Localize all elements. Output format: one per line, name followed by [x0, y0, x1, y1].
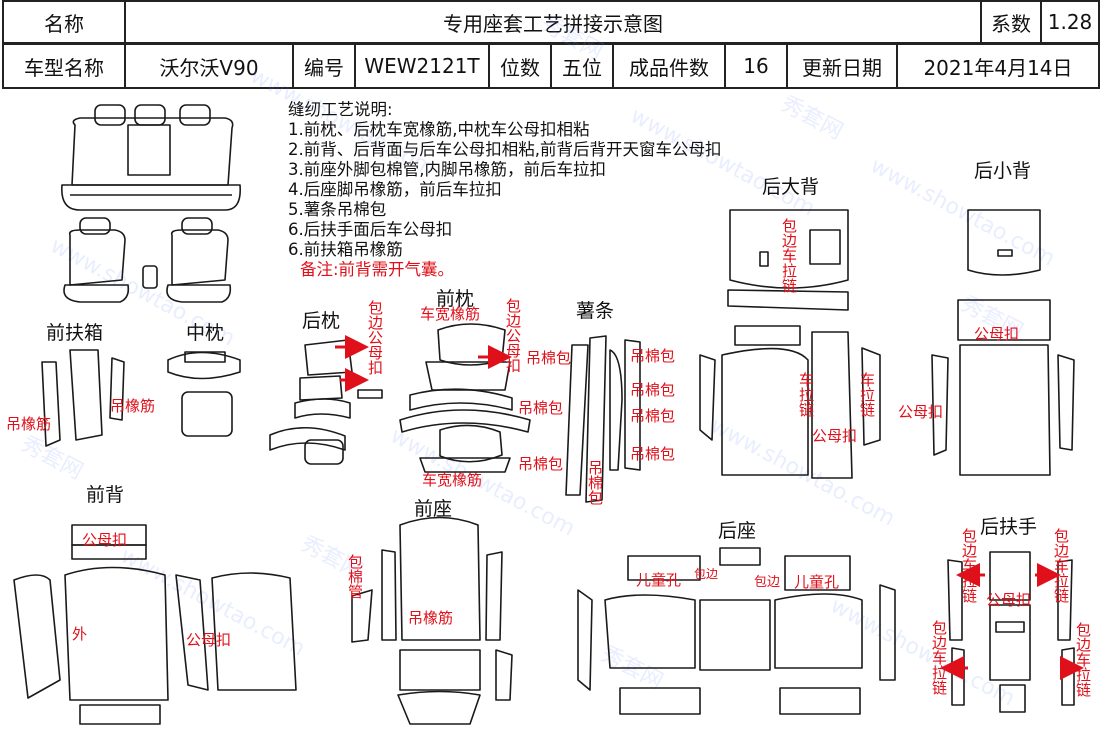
section-rear-small-back: 后小背	[974, 160, 1032, 182]
annotation-wrap-zip: 包边车拉链	[1052, 528, 1070, 603]
annotation-wide-elastic: 车宽橡筋	[420, 305, 481, 323]
pieces-value: 16	[724, 43, 788, 89]
annotation-snap: 公母扣	[986, 591, 1032, 609]
page-title: 专用座套工艺拼接示意图	[124, 0, 982, 44]
section-front-pillow: 前枕	[436, 288, 475, 310]
annotation-zipper: 车拉链	[797, 372, 815, 417]
annotation-hang-cotton: 吊棉包	[630, 347, 676, 365]
annotation-hang-cotton: 吊棉包	[630, 445, 676, 463]
rear-bench-thumbnail	[61, 104, 242, 211]
annotation-hang-cotton: 吊棉包	[526, 349, 572, 367]
annotation-wrap-zip: 包边车拉链	[1074, 622, 1092, 697]
seats-value: 五位	[550, 43, 614, 89]
model-label: 车型名称	[2, 43, 126, 89]
header-row-2: 车型名称 沃尔沃V90 编号 WEW2121T 位数 五位 成品件数 16 更新…	[2, 43, 1100, 89]
front-seats-thumbnail	[63, 217, 232, 303]
note-item: 2.前背、后背面与后车公母扣相粘,前背后背开天窗车公母扣	[288, 140, 722, 159]
coef-label: 系数	[980, 0, 1042, 44]
annotation-snap: 公母扣	[82, 531, 128, 549]
date-value: 2021年4月14日	[896, 43, 1100, 89]
annotation-wrap-snap: 包边公母扣	[504, 298, 522, 373]
annotation-hang-cotton: 吊棉包	[586, 460, 604, 505]
code-label: 编号	[292, 43, 356, 89]
note-item: 3.前座外脚包棉管,内脚吊橡筋，前后车拉扣	[288, 160, 606, 179]
annotation-wrap-snap: 包边公母扣	[366, 300, 384, 375]
section-front-armbox: 前扶箱	[46, 322, 104, 344]
section-rear-armrest: 后扶手	[980, 516, 1038, 538]
annotation-snap: 公母扣	[812, 427, 858, 445]
annotation-hang-cotton: 吊棉包	[630, 407, 676, 425]
annotation-hang-cotton: 吊棉包	[518, 399, 564, 417]
notes-remark: 备注:前背需开气囊。	[300, 260, 455, 279]
annotation-wide-elastic: 车宽橡筋	[422, 471, 483, 489]
annotation-outer: 外	[72, 625, 88, 643]
annotation-child-hole: 儿童孔	[794, 573, 840, 591]
annotation-zipper: 车拉链	[858, 372, 876, 417]
annotation-hang-elastic: 吊橡筋	[110, 397, 156, 415]
annotation-snap: 公母扣	[898, 403, 944, 421]
annotation-wrap-zip: 包边车拉链	[930, 620, 948, 695]
coef-value: 1.28	[1040, 0, 1100, 44]
note-item: 6.后扶手面后车公母扣	[288, 220, 453, 239]
annotation-child-hole: 儿童孔	[636, 571, 682, 589]
seats-label: 位数	[488, 43, 552, 89]
header-row-1: 名称 专用座套工艺拼接示意图 系数 1.28	[2, 0, 1100, 44]
annotation-hang-cotton: 吊棉包	[518, 455, 564, 473]
annotation-wrap-zip: 包边车拉链	[780, 218, 798, 293]
section-rear-pillow: 后枕	[302, 310, 341, 332]
section-mid-pillow: 中枕	[186, 322, 225, 344]
name-label: 名称	[2, 0, 126, 44]
annotation-cotton-tube: 包棉管	[346, 554, 364, 599]
code-value: WEW2121T	[354, 43, 490, 89]
section-rear-seat: 后座	[718, 520, 757, 542]
notes-title: 缝纫工艺说明:	[288, 100, 393, 119]
model-value: 沃尔沃V90	[124, 43, 294, 89]
section-front-back: 前背	[86, 484, 125, 506]
section-rear-back: 后大背	[762, 176, 820, 198]
annotation-wrap-zip: 包边车拉链	[960, 528, 978, 603]
annotation-wrap-edge: 包边	[754, 575, 781, 590]
note-item: 1.前枕、后枕车宽橡筋,中枕车公母扣相粘	[288, 120, 590, 139]
note-item: 4.后座脚吊橡筋，前后车拉扣	[288, 180, 502, 199]
pieces-label: 成品件数	[612, 43, 726, 89]
date-label: 更新日期	[786, 43, 898, 89]
sewing-notes: 缝纫工艺说明: 1.前枕、后枕车宽橡筋,中枕车公母扣相粘 2.前背、后背面与后车…	[288, 100, 722, 280]
annotation-snap: 公母扣	[186, 631, 232, 649]
note-item: 5.薯条吊棉包	[288, 200, 387, 219]
section-front-seat: 前座	[414, 498, 453, 520]
annotation-wrap-edge: 包边	[694, 567, 719, 581]
annotation-hang-elastic: 吊橡筋	[6, 415, 52, 433]
annotation-hang-elastic: 吊橡筋	[408, 609, 454, 627]
note-item: 6.前扶箱吊橡筋	[288, 240, 403, 259]
section-strip: 薯条	[576, 300, 615, 322]
annotation-hang-cotton: 吊棉包	[630, 381, 676, 399]
annotation-snap: 公母扣	[974, 325, 1020, 343]
